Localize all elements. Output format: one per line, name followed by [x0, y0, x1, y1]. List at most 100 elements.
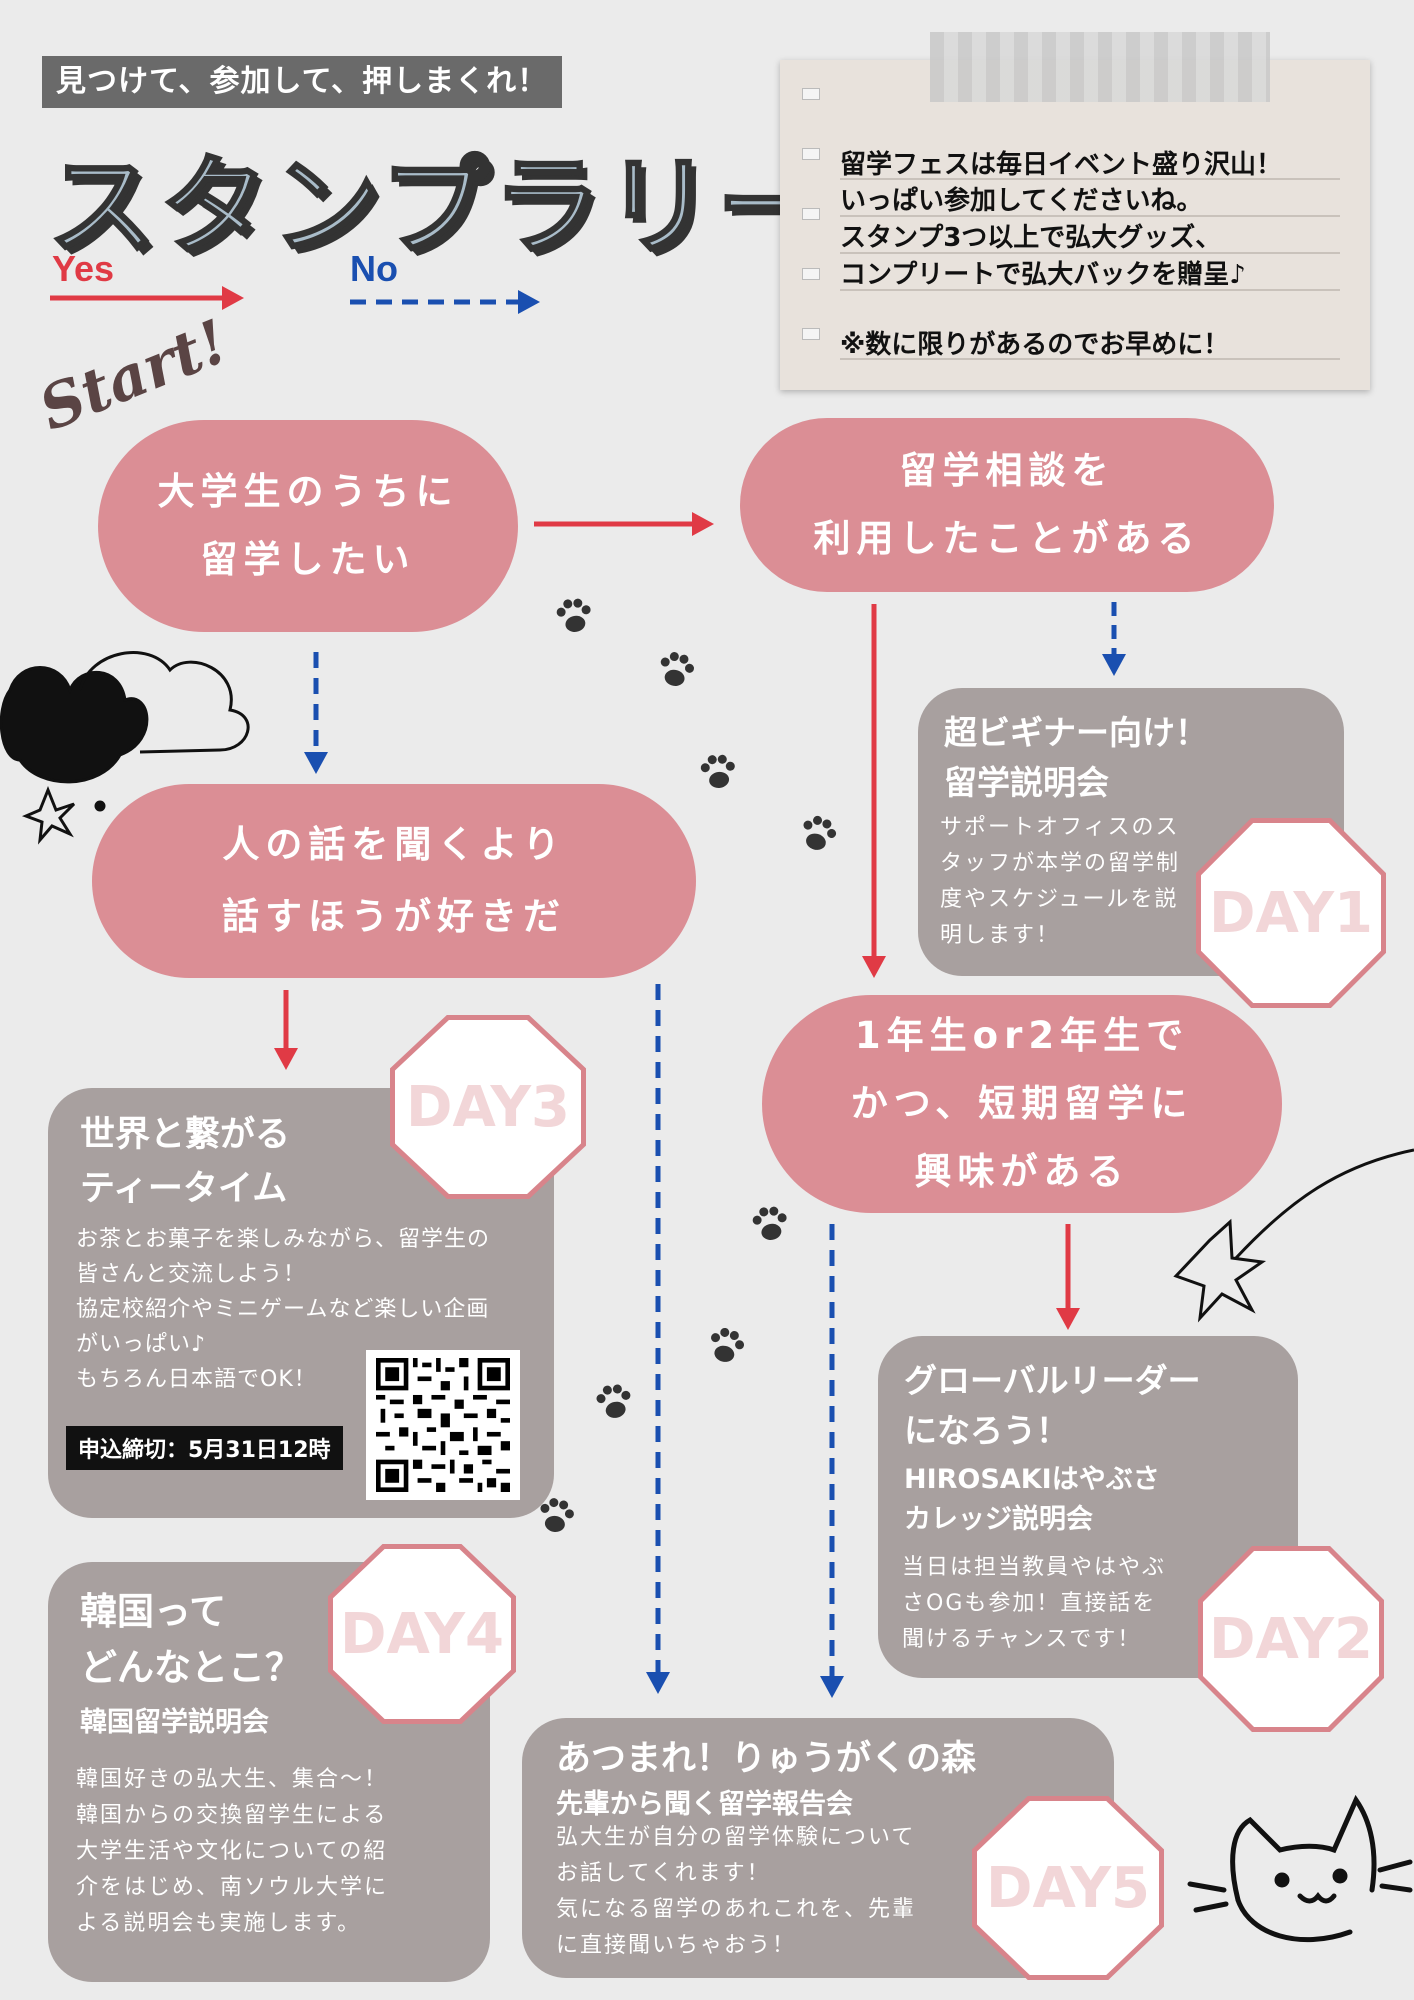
day1-badge-label: DAY1	[1209, 880, 1373, 946]
washi-tape	[930, 32, 1270, 102]
day2-badge-label: DAY2	[1209, 1606, 1373, 1672]
note-line-3: スタンプ3つ以上で弘大グッズ、	[840, 223, 1222, 253]
question-1-line-2: 留学したい	[200, 538, 416, 581]
question-3-line-2: 話すほうが好きだ	[222, 895, 566, 938]
note-line-2: いっぱい参加してくださいね。	[840, 186, 1203, 216]
event-day3-description: お茶とお菓子を楽しみながら、留学生の 皆さんと交流しよう！ 協定校紹介やミニゲー…	[76, 1222, 490, 1397]
question-3-pill: 人の話を聞くより 話すほうが好きだ	[92, 784, 696, 978]
event-day1-title-line-1: 超ビギナー向け！	[944, 713, 1208, 752]
event-day2-subtitle: HIROSAKIはやぶさ カレッジ説明会	[904, 1460, 1160, 1540]
arrow-q4-no	[820, 1224, 844, 1698]
paw-print-icon	[660, 652, 694, 686]
arrow-q1-yes	[534, 512, 714, 536]
event-day5-desc-line: 弘大生が自分の留学体験について	[556, 1825, 916, 1850]
event-card-day3: 世界と繋がる ティータイム お茶とお菓子を楽しみながら、留学生の 皆さんと交流し…	[48, 1088, 554, 1518]
event-day5-desc-line: に直接聞いちゃおう！	[556, 1933, 797, 1958]
event-day2-desc-line: さOGも参加！直接話を	[902, 1591, 1157, 1616]
event-day1-desc-line: 度やスケジュールを説	[940, 887, 1179, 912]
question-2-pill: 留学相談を 利用したことがある	[740, 418, 1274, 592]
question-1-line-1: 大学生のうちに	[157, 470, 459, 513]
question-4-line-1: 1年生or2年生で	[854, 1014, 1190, 1057]
event-day4-title-line-1: 韓国って	[80, 1590, 227, 1633]
event-day2-desc-line: 聞けるチャンスです！	[902, 1627, 1142, 1652]
event-day2-subtitle-line-1: HIROSAKIはやぶさ	[904, 1464, 1160, 1495]
legend-no-label: No	[350, 248, 398, 289]
arrow-q4-yes	[1056, 1224, 1080, 1330]
arrow-q3-no	[646, 984, 670, 1694]
main-title: スタンプラリー	[47, 144, 829, 272]
question-4-pill: 1年生or2年生で かつ、短期留学に 興味がある	[762, 995, 1282, 1213]
day5-badge-label: DAY5	[986, 1855, 1150, 1921]
tagline: 見つけて、参加して、押しまくれ！	[42, 56, 563, 108]
binder-hole-icon	[802, 208, 820, 220]
event-day5-subtitle: 先輩から聞く留学報告会	[556, 1789, 853, 1820]
binder-hole-icon	[802, 148, 820, 160]
event-day2-title-line-2: になろう！	[904, 1411, 1069, 1450]
event-day4-subtitle: 韓国留学説明会	[80, 1707, 269, 1738]
day1-badge: DAY1	[1201, 823, 1381, 1003]
note-rule	[840, 358, 1340, 360]
event-day4-desc-line: よる説明会も実施します。	[76, 1911, 362, 1936]
info-note-card: 留学フェスは毎日イベント盛り沢山！ いっぱい参加してくださいね。 スタンプ3つ以…	[780, 60, 1370, 390]
qr-code-icon	[376, 1358, 510, 1492]
question-1-pill: 大学生のうちに 留学したい	[98, 420, 518, 632]
event-day2-title: グローバルリーダー になろう！	[904, 1356, 1201, 1456]
event-day4-desc-line: 韓国好きの弘大生、集合〜！	[76, 1767, 389, 1792]
event-day2-desc-line: 当日は担当教員やはやぶ	[902, 1555, 1167, 1580]
deadline-label: 申込締切：5月31日12時	[66, 1426, 343, 1470]
question-4-line-2: かつ、短期留学に	[850, 1082, 1194, 1125]
event-day5-description: 弘大生が自分の留学体験について お話してくれます！ 気になる留学のあれこれを、先…	[556, 1820, 916, 1964]
arrow-q1-no	[304, 652, 328, 774]
event-day3-title-line-2: ティータイム	[80, 1169, 288, 1209]
note-line-4: コンプリートで弘大バックを贈呈♪	[840, 260, 1246, 290]
paw-print-icon	[752, 1206, 787, 1240]
day4-badge: DAY4	[333, 1549, 511, 1719]
event-day3-title: 世界と繋がる ティータイム	[80, 1108, 290, 1216]
binder-hole-icon	[802, 328, 820, 340]
paw-print-icon	[711, 1327, 745, 1362]
event-day1-description: サポートオフィスのス タッフが本学の留学制 度やスケジュールを説 明します！	[940, 810, 1180, 954]
question-2-line-1: 留学相談を	[899, 449, 1115, 492]
event-day3-title-line-1: 世界と繋がる	[80, 1115, 291, 1155]
event-day1-desc-line: タッフが本学の留学制	[940, 851, 1181, 876]
event-day3-desc-line: 協定校紹介やミニゲームなど楽しい企画	[76, 1297, 490, 1322]
event-card-day4: 韓国って どんなとこ？ 韓国留学説明会 韓国好きの弘大生、集合〜！ 韓国からの交…	[48, 1562, 490, 1982]
event-day5-desc-line: お話してくれます！	[556, 1861, 771, 1886]
event-day4-title: 韓国って どんなとこ？	[80, 1584, 302, 1696]
legend-no-arrow	[350, 290, 540, 314]
binder-hole-icon	[802, 88, 820, 100]
cat-face-icon	[1187, 1794, 1413, 1943]
note-line-5: ※数に限りがあるのでお早めに！	[840, 330, 1230, 360]
arrow-q3-yes	[274, 990, 298, 1070]
event-day3-desc-line: もちろん日本語でOK！	[76, 1367, 317, 1392]
arrow-q2-yes	[862, 604, 886, 978]
question-2-line-2: 利用したことがある	[813, 517, 1201, 560]
note-rule	[840, 215, 1340, 217]
day5-badge: DAY5	[977, 1801, 1159, 1975]
paw-print-icon	[596, 1384, 631, 1418]
note-rule	[840, 252, 1340, 254]
day2-badge: DAY2	[1203, 1551, 1379, 1727]
event-day3-desc-line: お茶とお菓子を楽しみながら、留学生の	[76, 1227, 491, 1252]
note-line-1: 留学フェスは毎日イベント盛り沢山！	[840, 150, 1283, 180]
question-3-line-1: 人の話を聞くより	[222, 823, 566, 866]
binder-hole-icon	[802, 268, 820, 280]
event-day4-description: 韓国好きの弘大生、集合〜！ 韓国からの交換留学生による 大学生活や文化についての…	[76, 1762, 388, 1942]
event-day1-desc-line: サポートオフィスのス	[940, 815, 1180, 840]
event-day4-desc-line: 韓国からの交換留学生による	[76, 1803, 388, 1828]
legend-yes-label: Yes	[52, 248, 115, 289]
event-day1-title: 超ビギナー向け！ 留学説明会	[944, 708, 1208, 808]
event-day4-desc-line: 大学生活や文化についての紹	[76, 1839, 388, 1864]
arrow-q2-no	[1102, 602, 1126, 676]
event-day3-desc-line: がいっぱい♪	[76, 1332, 207, 1357]
event-day4-desc-line: 介をはじめ、南ソウル大学に	[76, 1875, 389, 1900]
event-day5-title: あつまれ！りゅうがくの森	[556, 1739, 977, 1779]
qr-code[interactable]	[366, 1350, 520, 1500]
event-day1-title-line-2: 留学説明会	[944, 763, 1109, 802]
day4-badge-label: DAY4	[340, 1601, 504, 1667]
question-4-line-3: 興味がある	[914, 1150, 1130, 1193]
day3-badge: DAY3	[395, 1020, 581, 1194]
note-rule	[840, 289, 1340, 291]
paw-print-icon	[556, 598, 591, 632]
